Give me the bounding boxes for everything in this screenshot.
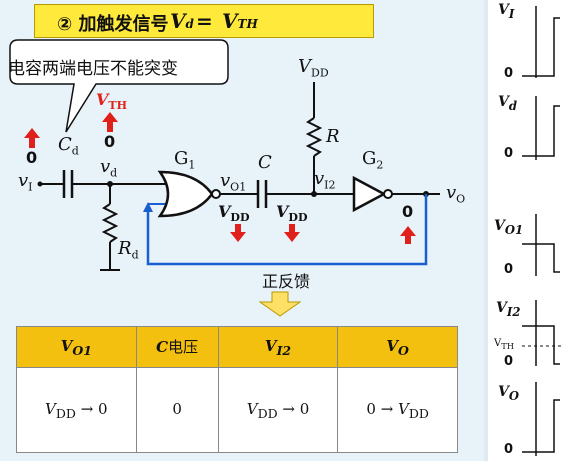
wave-label-vth: VTH xyxy=(494,338,515,351)
header-vo: VO xyxy=(337,326,458,368)
wave-zero-vi2: 0 xyxy=(504,354,514,369)
callout-bubble xyxy=(9,39,229,133)
title-prefix: ② 加触发信号 xyxy=(57,14,169,35)
label-c: C xyxy=(258,152,272,173)
wave-zero-vo1: 0 xyxy=(504,262,514,277)
label-vth-red: VTH xyxy=(96,90,128,113)
label-feedback: 正反馈 xyxy=(262,272,311,291)
cell-vo: 0 → VDD xyxy=(337,367,458,453)
waveform-vo xyxy=(522,382,560,456)
feedback-path xyxy=(146,194,428,266)
title-box xyxy=(34,4,374,38)
wave-label-vi2: VI2 xyxy=(496,300,521,319)
feedback-down-arrow xyxy=(258,291,302,317)
down-arrow-vi2 xyxy=(284,224,300,242)
label-zero-vd: 0 xyxy=(104,132,116,151)
resistor-r xyxy=(305,117,323,157)
up-arrow-vo xyxy=(400,226,416,244)
gate-g1-bubble xyxy=(211,189,221,199)
label-vo: vO xyxy=(446,182,466,206)
header-c-voltage: C电压 xyxy=(135,326,219,368)
wave-zero-vd: 0 xyxy=(504,146,514,161)
cell-vo1: VDD → 0 xyxy=(16,367,137,453)
state-table-header-row: VO1 C电压 VI2 VO xyxy=(16,326,458,368)
label-vdd-vi2: VDD xyxy=(276,202,308,225)
state-table: VO1 C电压 VI2 VO VDD → 0 0 VDD → 0 0 → VDD xyxy=(16,326,458,453)
node-input xyxy=(37,181,43,187)
label-vdd-vo1: VDD xyxy=(218,202,250,225)
label-zero-vo: 0 xyxy=(402,202,414,221)
header-vi2: VI2 xyxy=(217,326,339,368)
callout-text: 电容两端电压不能突变 xyxy=(8,59,178,79)
title-eq: = xyxy=(196,9,213,33)
label-vd: vd xyxy=(100,156,118,180)
waveform-vd xyxy=(522,96,560,160)
wave-zero-vo: 0 xyxy=(504,442,514,457)
label-zero-vi: 0 xyxy=(26,148,38,167)
title-rhs: VTH xyxy=(222,9,258,33)
cell-vi2: VDD → 0 xyxy=(217,367,339,453)
label-vdd-top: VDD xyxy=(298,56,329,80)
feedback-arrowhead xyxy=(143,202,153,212)
up-arrow-vi xyxy=(24,128,40,148)
waveform-vo1 xyxy=(522,214,560,276)
gate-g2-bubble xyxy=(383,189,393,199)
up-arrow-vd xyxy=(102,112,118,132)
gate-g2 xyxy=(352,175,387,213)
label-r: R xyxy=(326,126,340,147)
label-vo1: vO1 xyxy=(220,170,247,194)
label-vi: vI xyxy=(18,170,33,194)
label-cd: Cd xyxy=(58,134,79,158)
wave-label-vo1: VO1 xyxy=(494,218,524,237)
wave-label-vd: Vd xyxy=(498,94,518,113)
cell-c-voltage: 0 xyxy=(135,367,219,453)
header-vo1: VO1 xyxy=(16,326,137,368)
waveform-panel xyxy=(488,0,573,461)
wave-zero-vi: 0 xyxy=(504,66,514,81)
label-vi2: vI2 xyxy=(314,168,336,192)
state-table-row: VDD → 0 0 VDD → 0 0 → VDD xyxy=(16,367,458,453)
title-lhs: Vd xyxy=(170,9,194,33)
gate-g1 xyxy=(157,170,214,218)
down-arrow-vo1 xyxy=(230,224,246,242)
waveform-vi2 xyxy=(522,300,562,366)
label-rd: Rd xyxy=(118,238,139,262)
wave-label-vo: VO xyxy=(498,384,520,403)
label-g1: G1 xyxy=(174,148,196,172)
label-g2: G2 xyxy=(362,148,384,172)
waveform-vi xyxy=(522,6,560,78)
wave-label-vi: VI xyxy=(498,2,515,21)
resistor-rd xyxy=(101,203,119,243)
